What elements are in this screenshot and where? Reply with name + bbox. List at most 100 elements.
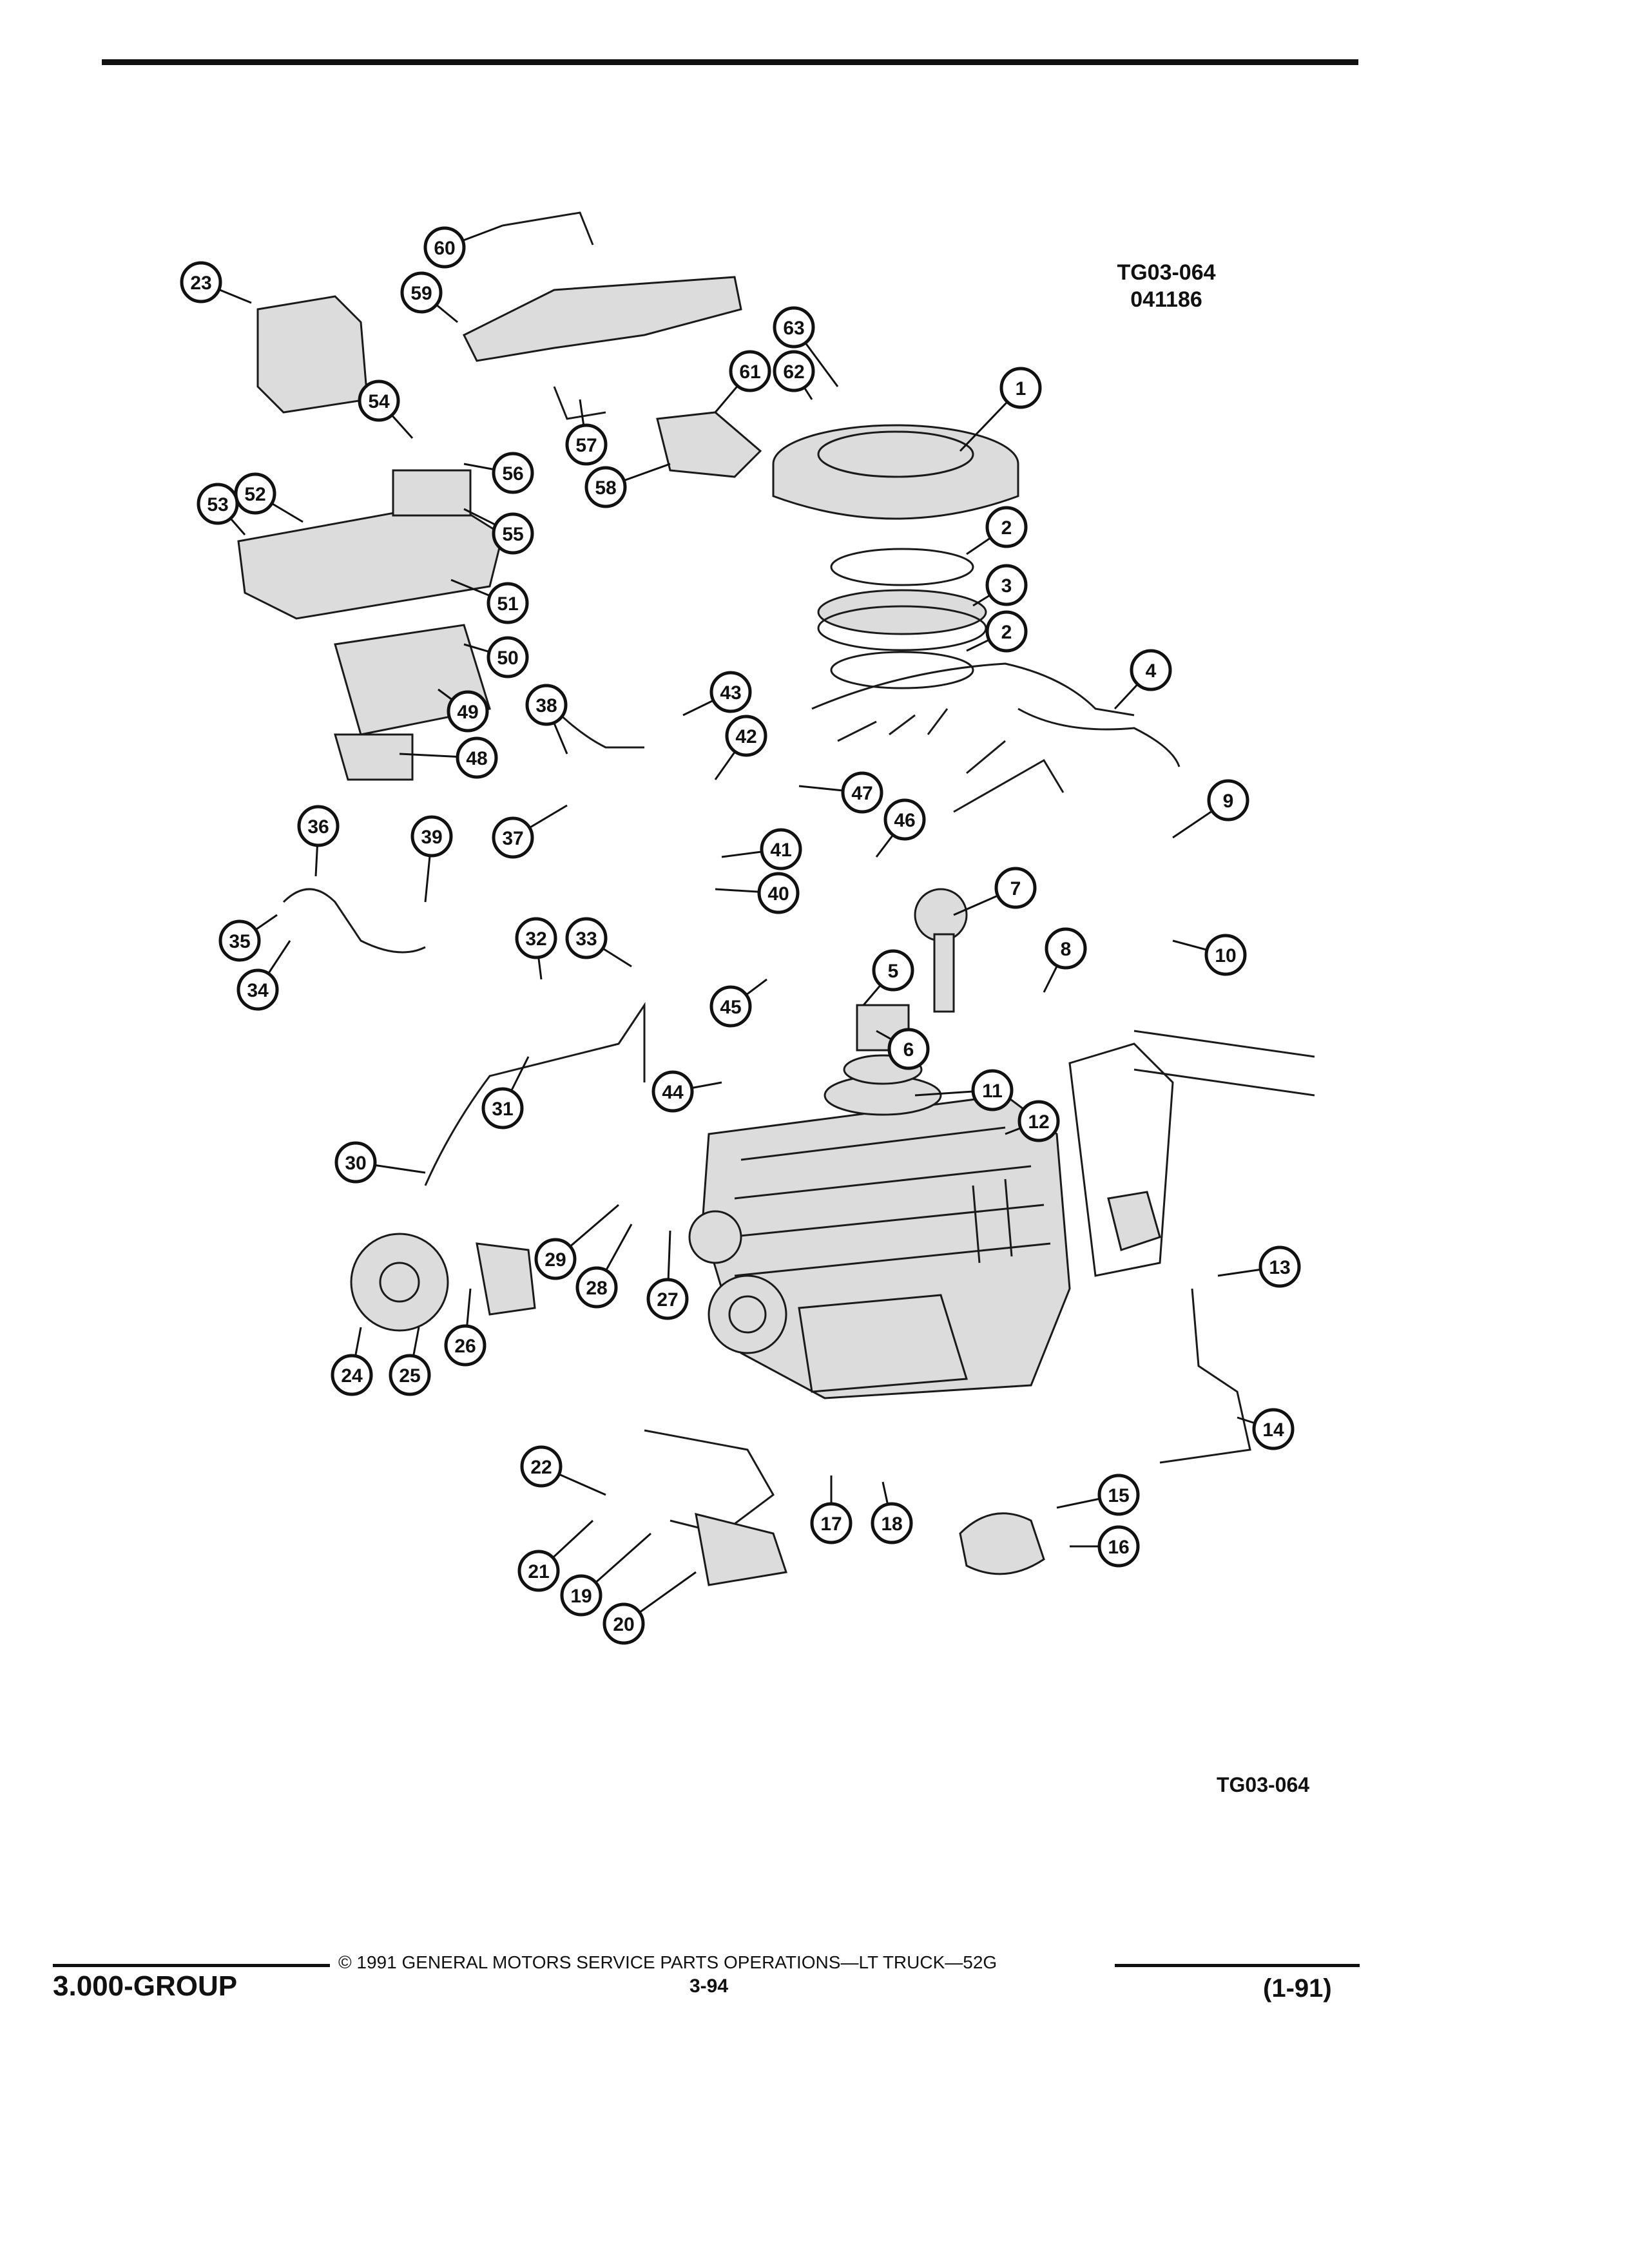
callout-13: 13 [1217,1245,1301,1288]
air-cleaner-illustration [656,411,1019,689]
callout-bubble [525,684,568,726]
callout-label: 8 [1061,939,1072,960]
callout-bubble [575,1266,618,1309]
callout-label: 26 [454,1336,476,1357]
callout-label: 19 [570,1586,592,1607]
callout-bubble [1017,1100,1060,1142]
revision-date: (1-91) [1263,1974,1332,2003]
callout-37: 37 [492,804,568,859]
callout-label: 38 [535,695,557,716]
callout-44: 44 [651,1070,722,1113]
callout-bubble [515,917,557,959]
callout-bubble [400,271,443,314]
copyright-notice: © 1991 GENERAL MOTORS SERVICE PARTS OPER… [338,1952,998,1972]
callout-40: 40 [715,872,800,914]
reference-code-top: TG03-064 [1117,260,1216,285]
callout-49: 49 [438,688,489,733]
callout-label: 45 [720,997,741,1018]
callout-label: 22 [530,1457,552,1478]
callout-label: 20 [613,1614,634,1635]
callout-bubble [492,512,534,555]
reference-date: 041186 [1130,287,1202,312]
callout-bubble [358,380,400,422]
callout-label: 16 [1108,1537,1129,1558]
callout-bubble [492,452,534,494]
callout-1: 1 [959,367,1042,452]
callout-34: 34 [236,940,291,1011]
callout-61: 61 [714,350,771,413]
callout-21: 21 [517,1519,594,1592]
callout-label: 47 [851,783,872,804]
header-rule [102,59,1358,65]
callout-label: 4 [1146,660,1157,682]
callout-bubble [725,715,767,757]
callout-11: 11 [914,1069,1014,1111]
callout-bubble [180,261,222,303]
callout-62: 62 [773,350,815,400]
engine-block-illustration [688,1004,1071,1399]
callout-label: 63 [783,318,804,339]
callout-bubble [492,816,534,859]
callout-55: 55 [463,508,534,555]
callout-63: 63 [773,306,839,387]
callout-label: 32 [525,928,546,950]
callout-48: 48 [399,736,498,779]
callout-22: 22 [520,1445,606,1496]
fuel-pump-illustration [350,888,968,1332]
callout-bubble [985,506,1028,548]
callout-45: 45 [709,978,767,1028]
callout-bubble [985,564,1028,606]
callout-label: 59 [410,283,432,304]
callout-bubble [534,1238,577,1280]
callout-label: 43 [720,682,741,704]
callout-8: 8 [1043,927,1087,993]
callout-label: 9 [1223,791,1234,812]
callout-33: 33 [565,917,632,968]
callout-label: 12 [1028,1111,1049,1133]
callout-bubble [456,736,498,779]
callout-38: 38 [525,684,568,754]
firewall-frame-illustration [1068,1030,1315,1277]
callout-label: 53 [207,494,228,515]
callout-bubble [584,466,627,508]
group-label: 3.000-GROUP [53,1970,238,2002]
callout-label: 31 [492,1099,513,1120]
callout-bubble [994,867,1037,909]
callout-56: 56 [463,452,534,494]
callout-label: 25 [399,1365,420,1387]
callout-25: 25 [389,1327,431,1396]
callout-label: 46 [894,810,915,831]
callout-label: 13 [1269,1257,1290,1278]
callout-10: 10 [1172,934,1247,976]
callout-51: 51 [450,579,529,624]
callout-bubble [481,1087,524,1129]
callout-47: 47 [798,771,883,814]
callout-label: 62 [783,361,804,383]
callout-bubble [236,968,279,1011]
callout-bubble [729,350,771,392]
callout-bubble [773,306,815,349]
callout-label: 36 [307,816,329,838]
callout-bubble [423,226,466,269]
wiring-harness-illustration [811,662,1181,813]
callout-bubble [218,919,261,962]
callout-9: 9 [1172,779,1249,839]
callout-bubble [410,815,453,858]
callout-bubble [760,828,802,870]
callout-label: 10 [1215,945,1236,966]
callout-label: 54 [368,391,390,412]
callout-label: 17 [820,1514,842,1535]
callout-16: 16 [1070,1525,1140,1568]
callout-52: 52 [234,472,304,523]
callout-17: 17 [810,1475,853,1544]
callout-bubble [709,985,752,1028]
callout-label: 11 [982,1081,1003,1102]
callout-20: 20 [602,1571,697,1645]
callout-label: 2 [1001,517,1012,539]
callout-label: 34 [247,980,269,1001]
callout-bubble [709,671,752,713]
callout-bubble [985,610,1028,653]
callout-58: 58 [584,463,671,508]
